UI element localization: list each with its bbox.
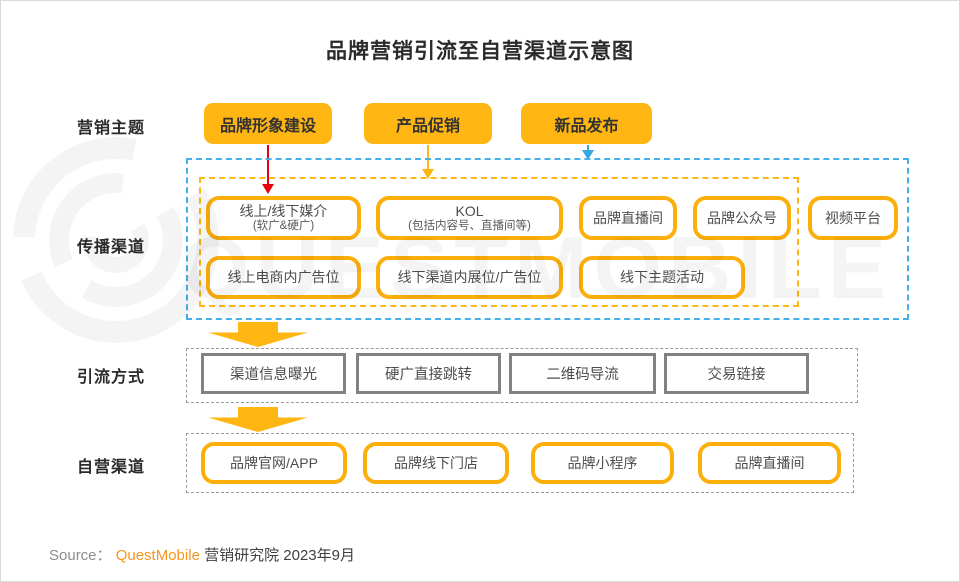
channel-box-main-text: 视频平台: [825, 209, 881, 226]
own-channel-text: 品牌小程序: [567, 454, 638, 471]
own-channel-text: 品牌官网/APP: [230, 454, 318, 471]
red-arrow-head-icon: [262, 184, 274, 194]
channel-box-main-text: KOL: [455, 203, 484, 219]
row-label-marketing-theme: 营销主题: [77, 120, 146, 137]
theme-button-product-promotion: 产品促销: [364, 103, 492, 144]
channel-box-offline-theme-event: 线下主题活动: [579, 256, 745, 299]
channel-box-main-text: 线下主题活动: [620, 269, 704, 285]
channel-box-kol: KOL (包括内容号、直播间等): [376, 196, 563, 240]
yellow-arrow-head-icon: [422, 169, 434, 179]
channel-box-sub-text: (包括内容号、直播间等): [408, 220, 531, 232]
channel-box-main-text: 线下渠道内展位/广告位: [397, 269, 542, 285]
channel-box-brand-livestream: 品牌直播间: [579, 196, 677, 240]
blue-arrow-line: [587, 145, 589, 151]
source-prefix: Source：: [49, 547, 112, 564]
source-line: Source： QuestMobile 营销研究院 2023年9月: [49, 544, 355, 565]
spread-channels-inner-container: [199, 177, 799, 307]
theme-button-brand-image: 品牌形象建设: [204, 103, 332, 144]
row-label-spread-channels: 传播渠道: [77, 239, 146, 256]
diversion-box-transaction-link: 交易链接: [664, 353, 809, 394]
red-arrow-line: [267, 145, 269, 185]
yellow-arrow-line: [427, 145, 429, 170]
own-channel-text: 品牌线下门店: [394, 454, 478, 471]
page-title: 品牌营销引流至自营渠道示意图: [326, 40, 634, 63]
row-label-own-channels: 自营渠道: [77, 459, 146, 476]
flow-down-arrow-icon: [208, 407, 308, 432]
own-channels-container: [186, 433, 854, 493]
own-channel-box-offline-store: 品牌线下门店: [363, 442, 509, 484]
channel-box-main-text: 线上/线下媒介: [239, 203, 328, 219]
diversion-box-hard-ad-jump: 硬广直接跳转: [356, 353, 501, 394]
source-suffix: 营销研究院 2023年9月: [204, 547, 355, 564]
blue-arrow-head-icon: [582, 150, 594, 160]
own-channel-box-livestream: 品牌直播间: [698, 442, 841, 484]
channel-box-main-text: 品牌公众号: [707, 209, 777, 226]
channel-box-media: 线上/线下媒介 (软广&硬广): [206, 196, 361, 240]
source-brand: QuestMobile: [115, 547, 200, 564]
channel-box-sub-text: (软广&硬广): [252, 220, 315, 232]
channel-box-offline-booth-ad: 线下渠道内展位/广告位: [376, 256, 563, 299]
own-channel-box-website-app: 品牌官网/APP: [201, 442, 347, 484]
row-label-diversion-methods: 引流方式: [77, 369, 146, 386]
channel-box-main-text: 线上电商内广告位: [227, 269, 340, 285]
channel-box-video-platform: 视频平台: [808, 196, 898, 240]
flow-down-arrow-icon: [208, 322, 308, 347]
own-channel-text: 品牌直播间: [734, 454, 805, 471]
own-channel-box-mini-program: 品牌小程序: [531, 442, 674, 484]
channel-box-main-text: 品牌直播间: [593, 209, 663, 226]
channel-box-ecommerce-ad: 线上电商内广告位: [206, 256, 361, 299]
channel-box-official-account: 品牌公众号: [693, 196, 791, 240]
diversion-box-exposure: 渠道信息曝光: [201, 353, 346, 394]
spread-channels-outer-container: [186, 158, 909, 320]
diversion-methods-container: [186, 348, 858, 403]
diversion-box-qrcode: 二维码导流: [509, 353, 656, 394]
theme-button-new-product-launch: 新品发布: [521, 103, 652, 144]
